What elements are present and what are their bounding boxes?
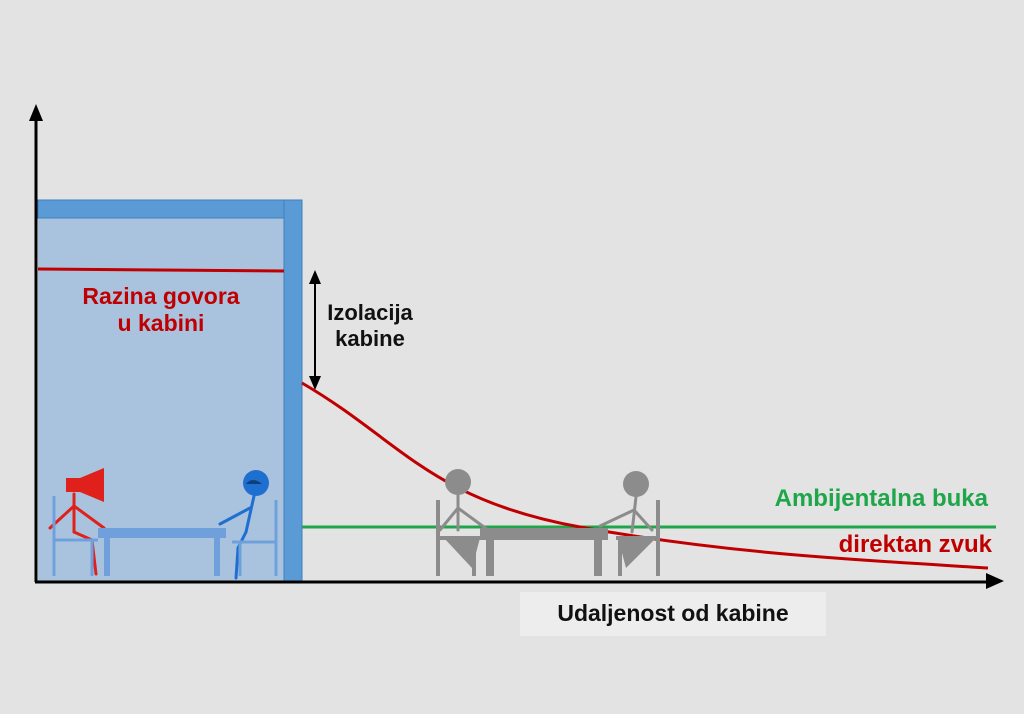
direct-sound-curve xyxy=(301,381,989,570)
person-icon xyxy=(623,471,649,497)
delegate-left xyxy=(436,469,490,576)
chair-icon xyxy=(52,496,98,576)
speech-level-line xyxy=(37,267,285,273)
booth-wall xyxy=(283,199,303,583)
booth-isolation-label-line-2: kabine xyxy=(335,325,405,351)
direct-sound-label: direktan zvuk xyxy=(838,531,992,558)
booth-isolation-label-line-1: Izolacija xyxy=(327,300,413,325)
chair-icon xyxy=(232,500,278,576)
axes xyxy=(29,104,1004,589)
person-icon xyxy=(445,469,471,495)
chair-icon xyxy=(616,500,660,576)
double-arrow-icon xyxy=(309,270,321,390)
speech-level-label-line-1: Razina govora xyxy=(82,283,240,309)
ambient-noise-label: Ambijentalna buka xyxy=(774,485,988,512)
megaphone-icon xyxy=(66,468,104,502)
x-axis-label: Udaljenost od kabine xyxy=(520,592,826,636)
table-icon xyxy=(480,528,608,576)
table-icon xyxy=(98,528,226,576)
speech-level-label: Razina govora u kabini xyxy=(38,283,284,337)
speech-level-label-line-2: u kabini xyxy=(117,310,205,337)
interpretation-booth xyxy=(37,199,303,583)
delegate-right xyxy=(598,471,660,576)
y-axis-arrowhead xyxy=(29,104,43,121)
x-axis-arrowhead xyxy=(986,573,1004,589)
booth-isolation-label: Izolacija kabine xyxy=(318,300,422,352)
chair-icon xyxy=(436,500,480,576)
booth-interior xyxy=(38,216,284,582)
booth-ceiling xyxy=(37,199,303,219)
